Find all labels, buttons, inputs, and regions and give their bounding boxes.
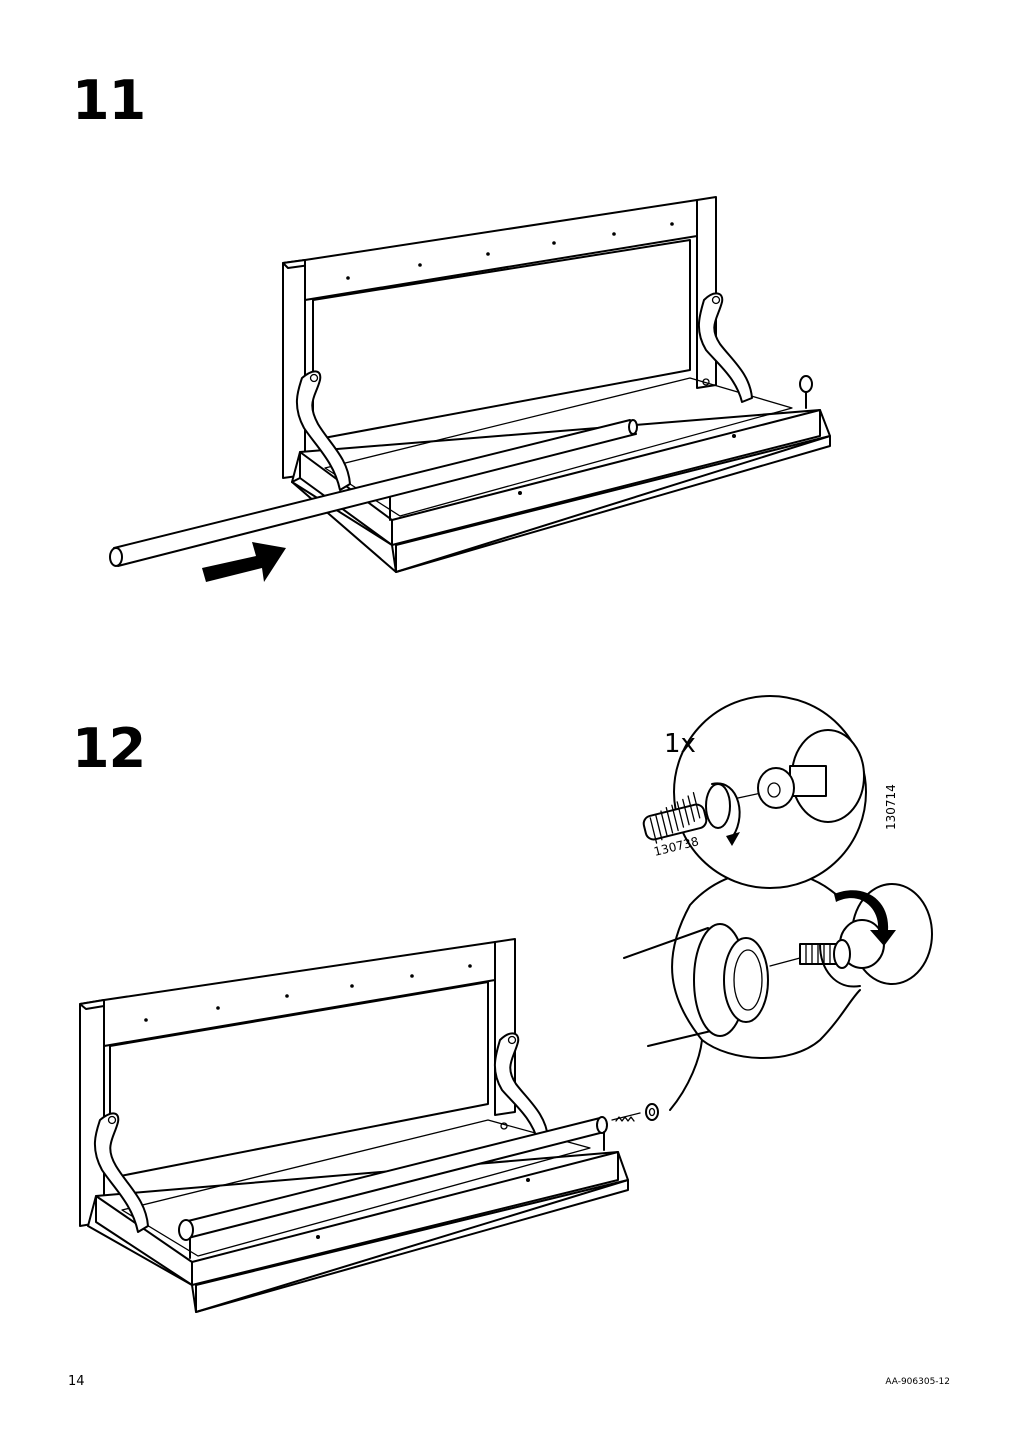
quantity-label: 1x [664,729,696,759]
page-number: 14 [68,1374,85,1389]
mounted-rail-rod [178,1116,608,1259]
step-12-illustration: 1x 130738 130714 [79,695,933,1313]
parts-detail-circle: 1x 130738 130714 [642,695,898,889]
insert-direction-arrow-icon [202,542,286,582]
bench-seat-12 [87,1119,629,1313]
turn-arrow-icon [711,782,741,841]
left-bracket-12 [94,1112,149,1233]
right-bracket [698,292,753,403]
screw-and-knob-small [611,1103,659,1122]
step-11-illustration [109,196,831,582]
zoom-detail-bubble [623,869,933,1111]
knob-part [757,729,865,823]
ring-hook-right [799,375,813,409]
rail-rod [109,419,638,567]
step-11-number: 11 [72,69,146,132]
document-code: AA-906305-12 [885,1377,950,1387]
right-bracket-12 [494,1032,549,1143]
rotate-knob-arrow-icon [834,890,896,946]
step-12-number: 12 [72,717,146,780]
knob-part-code: 130714 [884,784,898,830]
bench-seat [291,377,831,573]
left-bracket [296,370,351,491]
